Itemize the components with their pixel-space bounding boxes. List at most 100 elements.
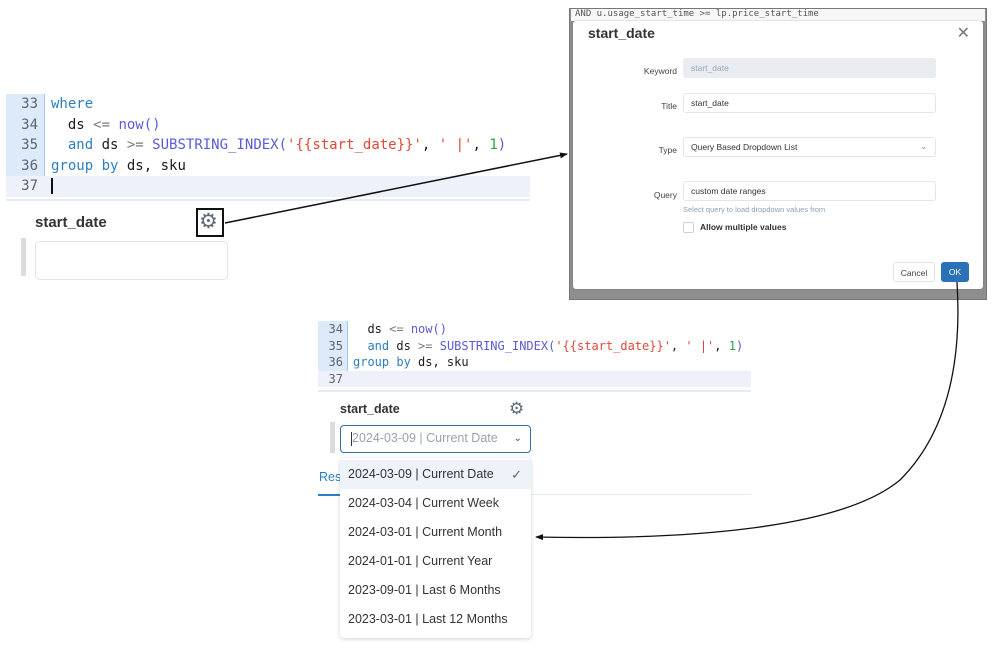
code-token: <= (93, 116, 111, 133)
code-line[interactable]: 35 and ds >= SUBSTRING_INDEX('{{start_da… (6, 135, 530, 156)
code-token: <= (389, 322, 404, 336)
query-label: Query (653, 190, 677, 200)
type-label: Type (658, 145, 677, 155)
title-label: Title (661, 101, 677, 111)
line-number: 37 (328, 371, 343, 386)
code-text: where (51, 94, 93, 114)
code-token: ds, sku (410, 355, 469, 369)
code-token: and (67, 137, 94, 153)
code-token: ' |' (685, 338, 715, 353)
background-code-text: AND u.usage_start_time >= lp.price_start… (575, 9, 819, 19)
code-line[interactable]: 37 (6, 176, 530, 197)
code-token: now() (118, 116, 161, 133)
allow-multiple-checkbox-row[interactable]: Allow multiple values (683, 222, 787, 234)
dropdown-option[interactable]: 2023-09-01 | Last 6 Months (340, 576, 531, 605)
dropdown-option-label: 2024-03-09 | Current Date (348, 467, 494, 481)
code-text (51, 176, 53, 196)
dropdown-option[interactable]: 2023-03-01 | Last 12 Months (340, 605, 531, 634)
code-line[interactable]: 34 ds <= now() (6, 115, 530, 136)
code-token: group by (353, 355, 411, 369)
tab-results[interactable]: Res (319, 470, 342, 484)
dropdown-option-label: 2023-09-01 | Last 6 Months (348, 583, 501, 597)
code-token: , (472, 137, 490, 153)
code-text: group by ds, sku (353, 354, 469, 370)
code-text: ds <= now() (353, 321, 447, 337)
text-cursor (51, 178, 53, 194)
type-select[interactable]: Query Based Dropdown List ⌄ (683, 137, 936, 157)
allow-multiple-checkbox[interactable] (683, 222, 694, 234)
text-cursor (351, 431, 352, 446)
dropdown-option-label: 2024-01-01 | Current Year (348, 554, 493, 568)
code-token: 1 (489, 137, 498, 153)
line-number: 35 (328, 338, 343, 353)
code-token: , (421, 137, 439, 153)
code-line[interactable]: 36 group by ds, sku (6, 156, 530, 177)
allow-multiple-label: Allow multiple values (700, 222, 787, 232)
code-token: ds (353, 322, 390, 336)
query-field[interactable]: custom date ranges (683, 181, 936, 201)
select-placeholder: 2024-03-09 | Current Date (352, 431, 498, 445)
code-token: , (670, 338, 686, 353)
line-number: 34 (21, 116, 38, 133)
code-text: ds <= now() (51, 115, 161, 135)
code-text: group by ds, sku (51, 156, 186, 176)
code-line[interactable]: 37 (318, 370, 751, 387)
ok-button[interactable]: OK (941, 262, 969, 282)
cancel-button[interactable]: Cancel (893, 262, 935, 282)
gear-icon[interactable]: ⚙ (509, 399, 525, 418)
line-number: 33 (21, 96, 38, 112)
start-date-select[interactable]: 2024-03-09 | Current Date ⌄ (340, 425, 531, 453)
keyword-label: Keyword (643, 66, 677, 76)
code-text: and ds >= SUBSTRING_INDEX('{{start_date}… (51, 135, 506, 155)
code-line[interactable]: 33 where (6, 94, 530, 115)
code-token: SUBSTRING_INDEX( (152, 137, 288, 153)
chevron-down-icon: ⌄ (920, 142, 927, 151)
code-token: >= (126, 137, 144, 153)
line-number: 37 (21, 178, 38, 194)
parameter-input[interactable] (35, 241, 228, 280)
parameter-settings-modal: start_date ✕ Keyword start_date Title st… (573, 21, 983, 289)
code-token: >= (418, 338, 433, 353)
parameter-label: start_date (340, 402, 400, 416)
code-token: ds, sku (118, 157, 186, 174)
sql-editor-bottom[interactable]: 34 ds <= now()35 and ds >= SUBSTRING_IND… (318, 321, 751, 387)
dropdown-option[interactable]: 2024-03-09 | Current Date✓ (340, 460, 531, 489)
drag-handle[interactable] (330, 422, 335, 453)
dropdown-option-label: 2023-03-01 | Last 12 Months (348, 612, 508, 626)
code-token: ds (51, 116, 94, 133)
title-field[interactable]: start_date (683, 93, 936, 113)
code-line[interactable]: 34 ds <= now() (318, 321, 751, 338)
dropdown-option[interactable]: 2024-01-01 | Current Year (340, 547, 531, 576)
code-token (51, 137, 68, 153)
code-token: , (714, 338, 729, 353)
code-token: group by (51, 157, 119, 174)
code-token (353, 339, 367, 353)
query-help-text: Select query to load dropdown values fro… (683, 205, 826, 214)
type-select-value: Query Based Dropdown List (691, 142, 798, 152)
dropdown-option[interactable]: 2024-03-04 | Current Week (340, 489, 531, 518)
code-token: ds (93, 137, 127, 153)
parameter-label: start_date (35, 214, 107, 231)
line-number: 36 (21, 157, 38, 174)
code-token: '{{start_date}}' (555, 338, 671, 353)
code-text: and ds >= SUBSTRING_INDEX('{{start_date}… (353, 338, 743, 354)
code-token: ' |' (438, 137, 473, 153)
chevron-down-icon: ⌄ (513, 433, 522, 444)
code-line[interactable]: 35 and ds >= SUBSTRING_INDEX('{{start_da… (318, 338, 751, 355)
background-code-strip: AND u.usage_start_time >= lp.price_start… (571, 9, 985, 21)
dropdown-option-label: 2024-03-04 | Current Week (348, 496, 500, 510)
code-token: ) (497, 137, 507, 153)
gear-icon[interactable]: ⚙ (199, 210, 218, 233)
code-token (404, 322, 411, 336)
drag-handle[interactable] (21, 238, 26, 276)
code-token: ds (389, 338, 419, 353)
code-token: ) (735, 338, 744, 353)
code-token: '{{start_date}}' (287, 137, 422, 153)
close-icon[interactable]: ✕ (956, 25, 970, 42)
modal-title: start_date (588, 25, 655, 41)
dropdown-option[interactable]: 2024-03-01 | Current Month (340, 518, 531, 547)
dropdown-option-label: 2024-03-01 | Current Month (348, 525, 503, 539)
dropdown-menu: 2024-03-09 | Current Date✓ 2024-03-04 | C… (340, 458, 531, 638)
